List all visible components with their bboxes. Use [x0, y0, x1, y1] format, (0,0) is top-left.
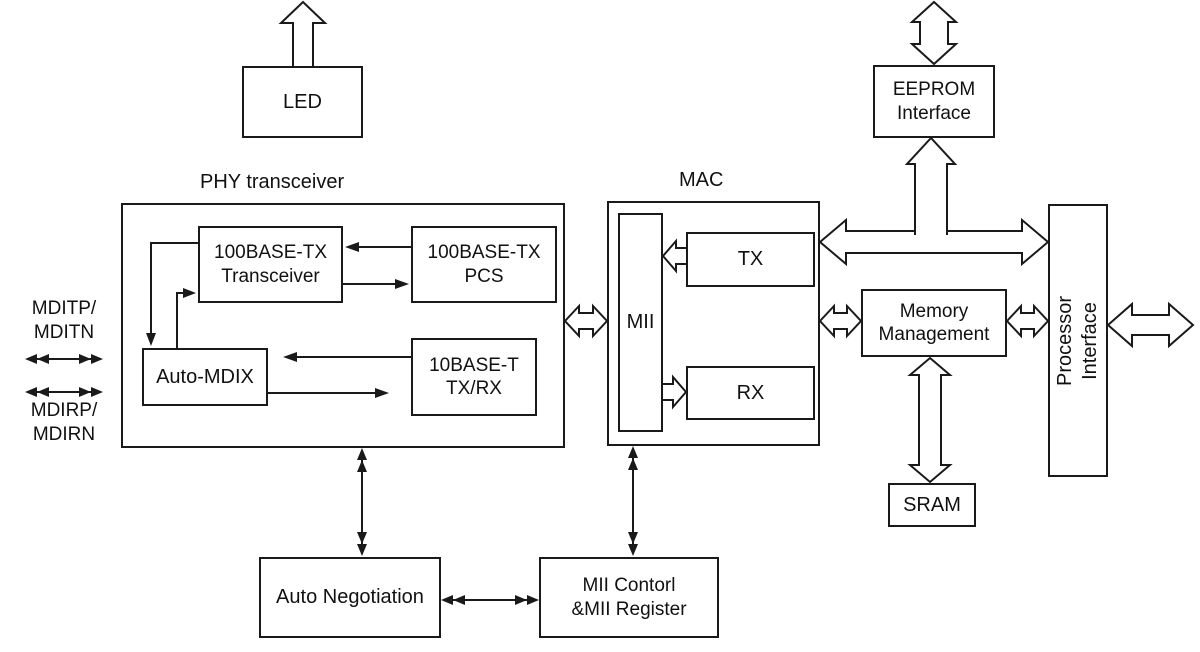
- tx-block: TX: [686, 232, 815, 287]
- mdit-signal-label: MDITP/ MDITN: [31, 298, 97, 343]
- automdix-to-transceiver-elbow-arrow: [176, 288, 196, 348]
- phy-mac-bus-arrow: [563, 303, 609, 339]
- sram-block: SRAM: [888, 483, 976, 527]
- mdir-signal-label: MDIRP/ MDIRN: [30, 400, 98, 445]
- transceiver-to-pcs-arrow: [343, 279, 409, 289]
- auto-negotiation-block: Auto Negotiation: [259, 557, 441, 638]
- transceiver-to-automdix-elbow-arrow: [146, 242, 198, 346]
- pcs-to-transceiver-arrow: [345, 242, 411, 252]
- led-block: LED: [242, 66, 363, 138]
- phy-autoneg-arrow: [357, 448, 367, 556]
- mac-memory-arrow: [818, 303, 863, 339]
- memory-sram-arrow: [907, 356, 953, 484]
- mac-group-title: MAC: [679, 169, 724, 191]
- eeprom-interface-block: EEPROM Interface: [873, 65, 995, 138]
- 10base-t-block: 10BASE-T TX/RX: [411, 338, 537, 416]
- processor-interface-label: Processor Interface: [1054, 295, 1101, 386]
- mac-group: [607, 201, 820, 446]
- phy-group-title: PHY transceiver: [200, 171, 345, 193]
- mdit-signal-arrow: [25, 354, 103, 364]
- eeprom-bus-arrow: [904, 136, 958, 235]
- auto-mdix-block: Auto-MDIX: [142, 348, 268, 406]
- mac-miictrl-arrow: [628, 446, 638, 556]
- mdir-signal-arrow: [25, 387, 103, 397]
- mii-control-register-block: MII Contorl &MII Register: [539, 557, 719, 638]
- 100base-tx-transceiver-block: 100BASE-TX Transceiver: [198, 226, 343, 303]
- led-up-arrow: [278, 0, 328, 68]
- eeprom-bus-arrow-fill: [907, 138, 955, 235]
- eeprom-external-arrow: [909, 0, 959, 66]
- mii-block: MII: [618, 213, 663, 432]
- processor-external-arrow: [1106, 301, 1195, 349]
- memory-processor-arrow: [1005, 303, 1050, 339]
- 100base-tx-pcs-block: 100BASE-TX PCS: [411, 226, 557, 303]
- autoneg-miictrl-arrow: [441, 595, 539, 605]
- processor-interface-block: Processor Interface: [1048, 204, 1108, 477]
- memory-management-block: Memory Management: [861, 289, 1007, 357]
- base10t-to-automdix-arrow: [283, 352, 411, 362]
- automdix-to-base10t-arrow: [268, 388, 389, 398]
- phy-transceiver-group: [121, 203, 565, 448]
- rx-block: RX: [686, 366, 815, 420]
